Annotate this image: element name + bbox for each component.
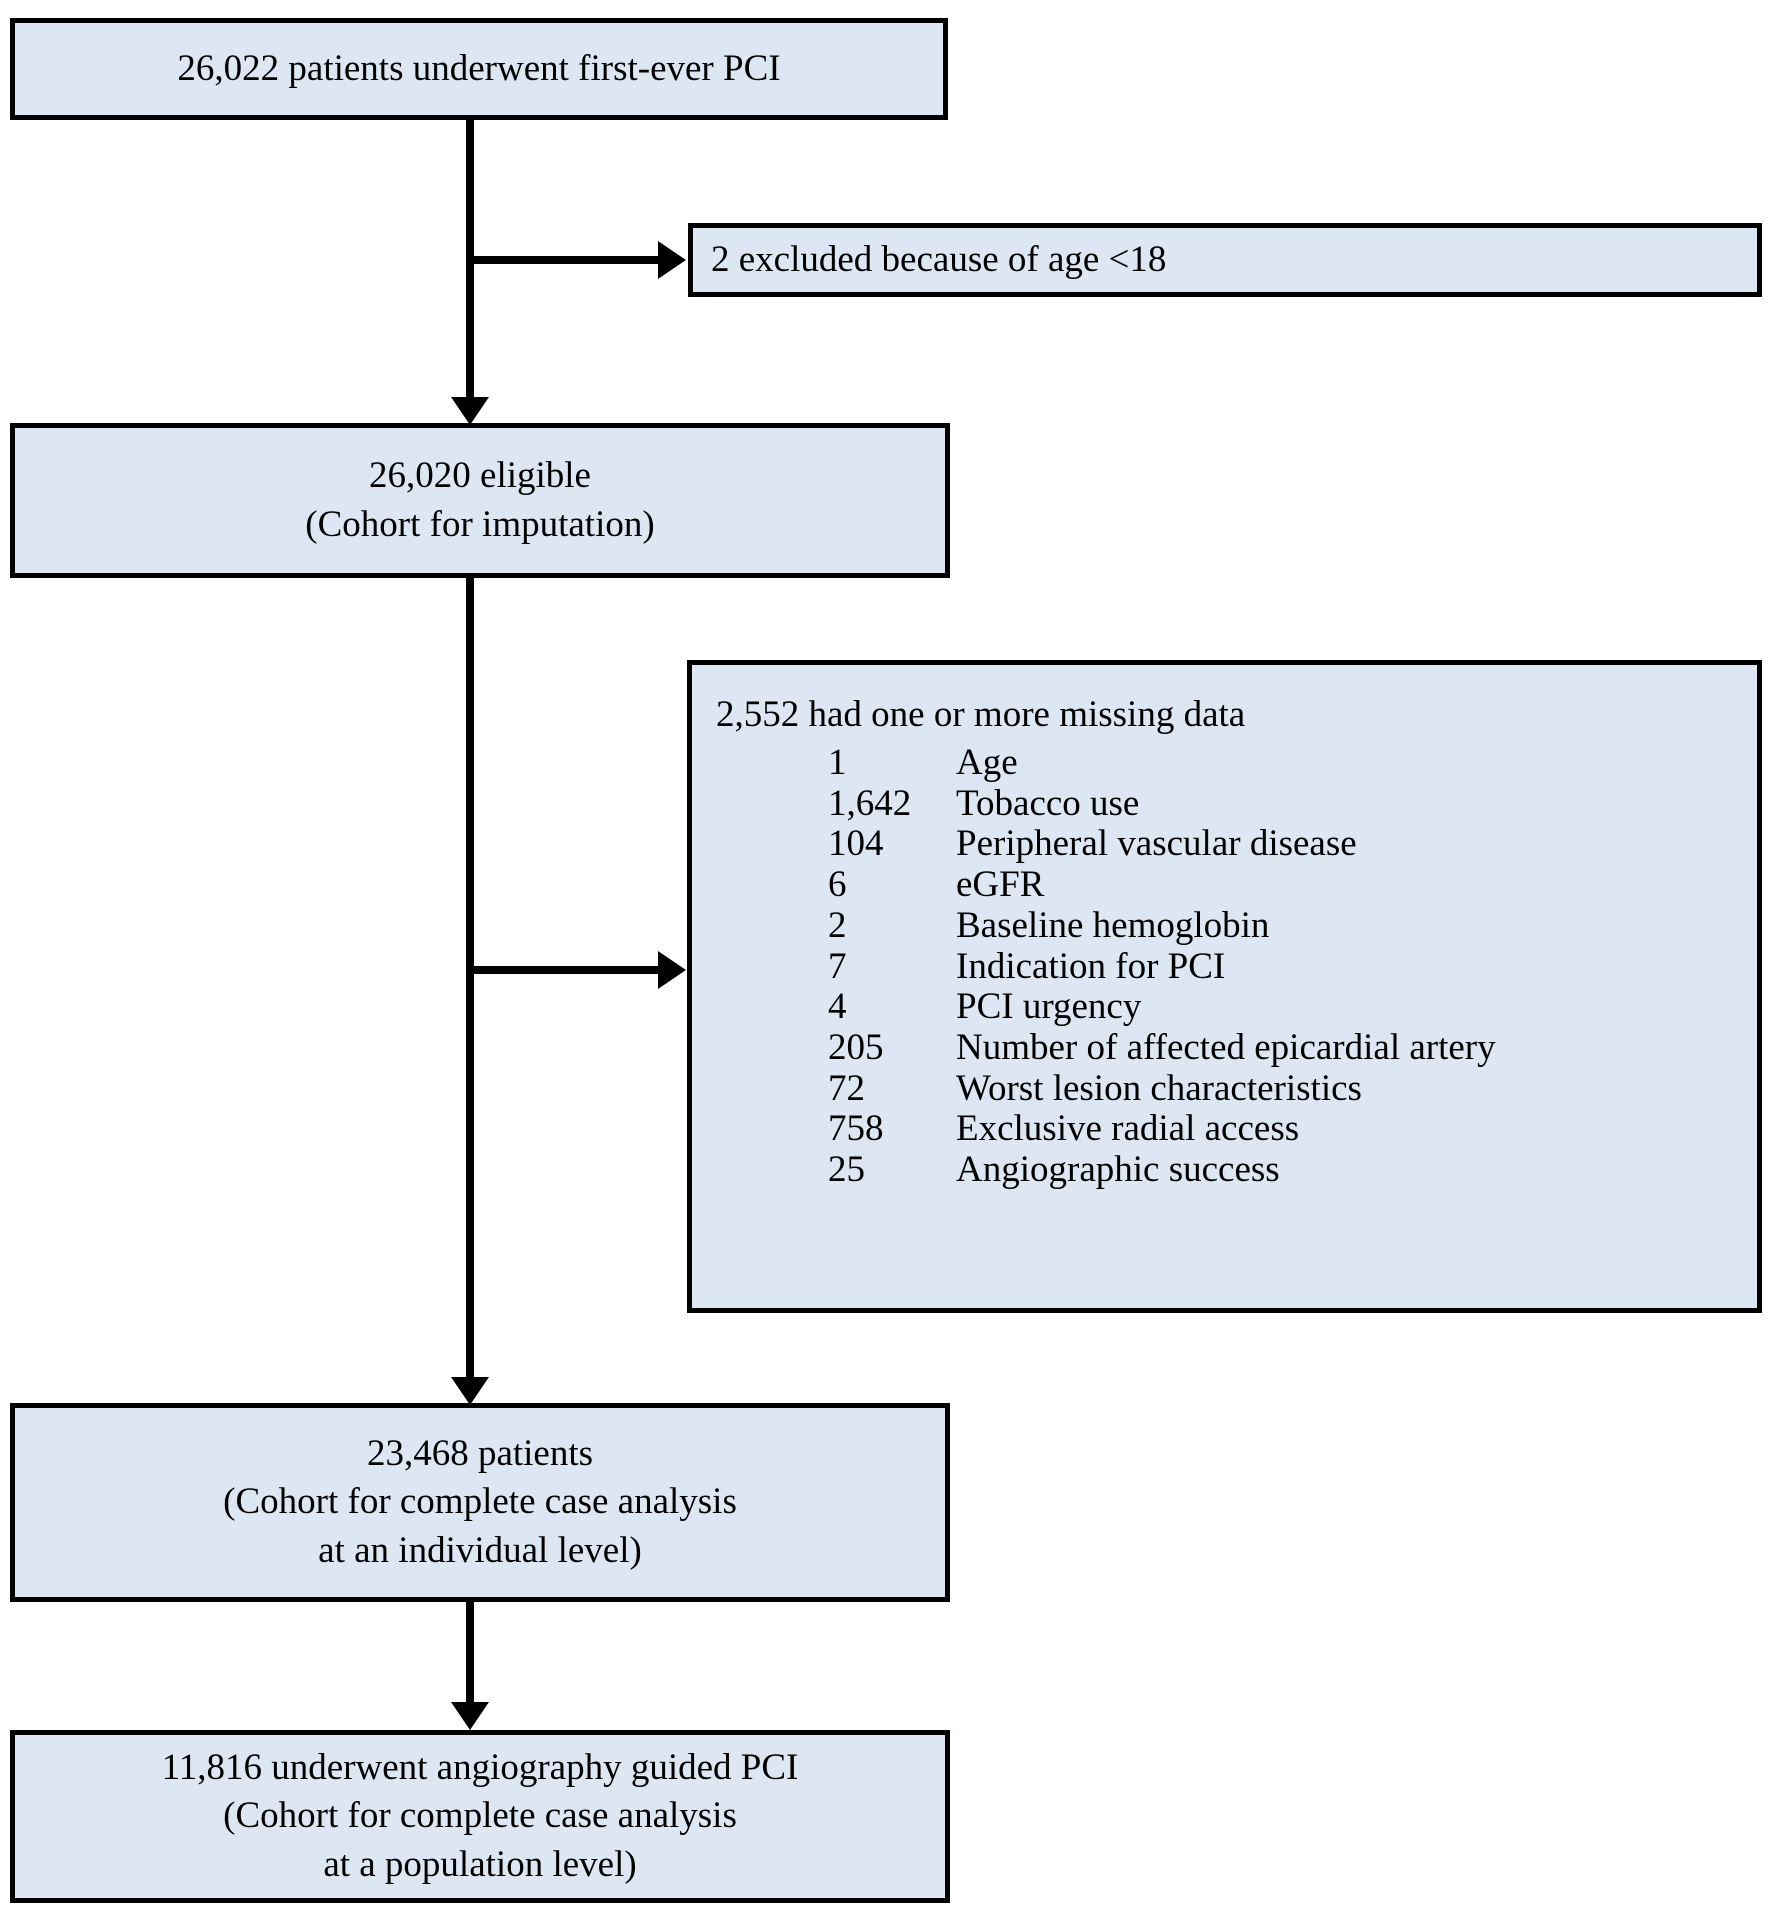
missing-data-label: Indication for PCI <box>956 945 1226 987</box>
node-complete-case-population-line-3: at a population level) <box>323 1843 637 1885</box>
arrowhead-into-population <box>451 1702 489 1730</box>
missing-data-count: 72 <box>828 1067 865 1109</box>
missing-data-count: 1 <box>828 742 847 784</box>
missing-data-count: 758 <box>828 1108 884 1150</box>
missing-data-count: 25 <box>828 1148 865 1190</box>
missing-data-count: 7 <box>828 945 847 987</box>
arrowhead-into-missing-data <box>658 951 686 989</box>
node-first-ever-pci-text: 26,022 patients underwent first-ever PCI <box>177 47 781 89</box>
missing-data-count: 4 <box>828 986 847 1028</box>
node-complete-case-population-line-1: 11,816 underwent angiography guided PCI <box>161 1747 799 1789</box>
node-first-ever-pci: 26,022 patients underwent first-ever PCI <box>10 18 948 120</box>
missing-data-label: Number of affected epicardial artery <box>956 1026 1496 1068</box>
node-eligible-line-1: 26,020 eligible <box>369 455 591 497</box>
node-complete-case-individual: 23,468 patients (Cohort for complete cas… <box>10 1403 950 1602</box>
missing-data-label: Age <box>956 742 1018 784</box>
node-complete-case-individual-line-2: (Cohort for complete case analysis <box>223 1481 737 1523</box>
missing-data-count: 104 <box>828 823 884 865</box>
connector-eligible-to-complete <box>466 578 474 1398</box>
missing-data-label: Peripheral vascular disease <box>956 823 1357 865</box>
missing-data-label: PCI urgency <box>956 986 1142 1028</box>
missing-data-heading: 2,552 had one or more missing data <box>716 694 1246 735</box>
connector-to-missing-data <box>466 966 660 974</box>
node-complete-case-population: 11,816 underwent angiography guided PCI … <box>10 1730 950 1903</box>
missing-data-label: Baseline hemoglobin <box>956 904 1270 946</box>
missing-data-row: 758 Exclusive radial access <box>716 1109 1496 1150</box>
connector-complete-to-population <box>466 1602 474 1702</box>
missing-data-label: Angiographic success <box>956 1148 1280 1190</box>
node-complete-case-individual-line-3: at an individual level) <box>318 1529 642 1571</box>
missing-data-row: 4 PCI urgency <box>716 987 1496 1028</box>
node-eligible-line-2: (Cohort for imputation) <box>305 503 655 545</box>
missing-data-label: Worst lesion characteristics <box>956 1067 1362 1109</box>
missing-data-count: 1,642 <box>828 782 912 824</box>
missing-data-count: 6 <box>828 864 847 906</box>
missing-data-row: 6 eGFR <box>716 864 1496 906</box>
node-missing-data: 2,552 had one or more missing data 1 Age… <box>687 660 1762 1313</box>
node-eligible-cohort: 26,020 eligible (Cohort for imputation) <box>10 423 950 578</box>
missing-data-label: Exclusive radial access <box>956 1108 1300 1150</box>
node-complete-case-population-line-2: (Cohort for complete case analysis <box>223 1795 737 1837</box>
node-excluded-age: 2 excluded because of age <18 <box>688 223 1762 297</box>
connector-to-excluded <box>466 256 660 264</box>
node-complete-case-individual-line-1: 23,468 patients <box>366 1433 594 1475</box>
missing-data-list: 1 Age 1,642 Tobacco use 104 Peripheral v… <box>716 742 1496 1191</box>
arrowhead-into-eligible <box>451 397 489 425</box>
missing-data-row: 104 Peripheral vascular disease <box>716 824 1496 865</box>
missing-data-count: 2 <box>828 904 847 946</box>
node-excluded-age-text: 2 excluded because of age <18 <box>711 238 1167 280</box>
missing-data-row: 2 Baseline hemoglobin <box>716 904 1496 947</box>
missing-data-row: 205 Number of affected epicardial artery <box>716 1026 1496 1069</box>
missing-data-count: 205 <box>828 1026 884 1068</box>
missing-data-row: 1,642 Tobacco use <box>716 782 1496 825</box>
arrowhead-into-complete-case <box>451 1377 489 1405</box>
missing-data-row: 7 Indication for PCI <box>716 945 1496 988</box>
missing-data-row: 1 Age <box>716 742 1496 784</box>
missing-data-label: eGFR <box>956 864 1045 906</box>
missing-data-row: 25 Angiographic success <box>716 1148 1496 1191</box>
missing-data-label: Tobacco use <box>956 782 1140 824</box>
missing-data-row: 72 Worst lesion characteristics <box>716 1067 1496 1110</box>
arrowhead-into-excluded <box>658 241 686 279</box>
